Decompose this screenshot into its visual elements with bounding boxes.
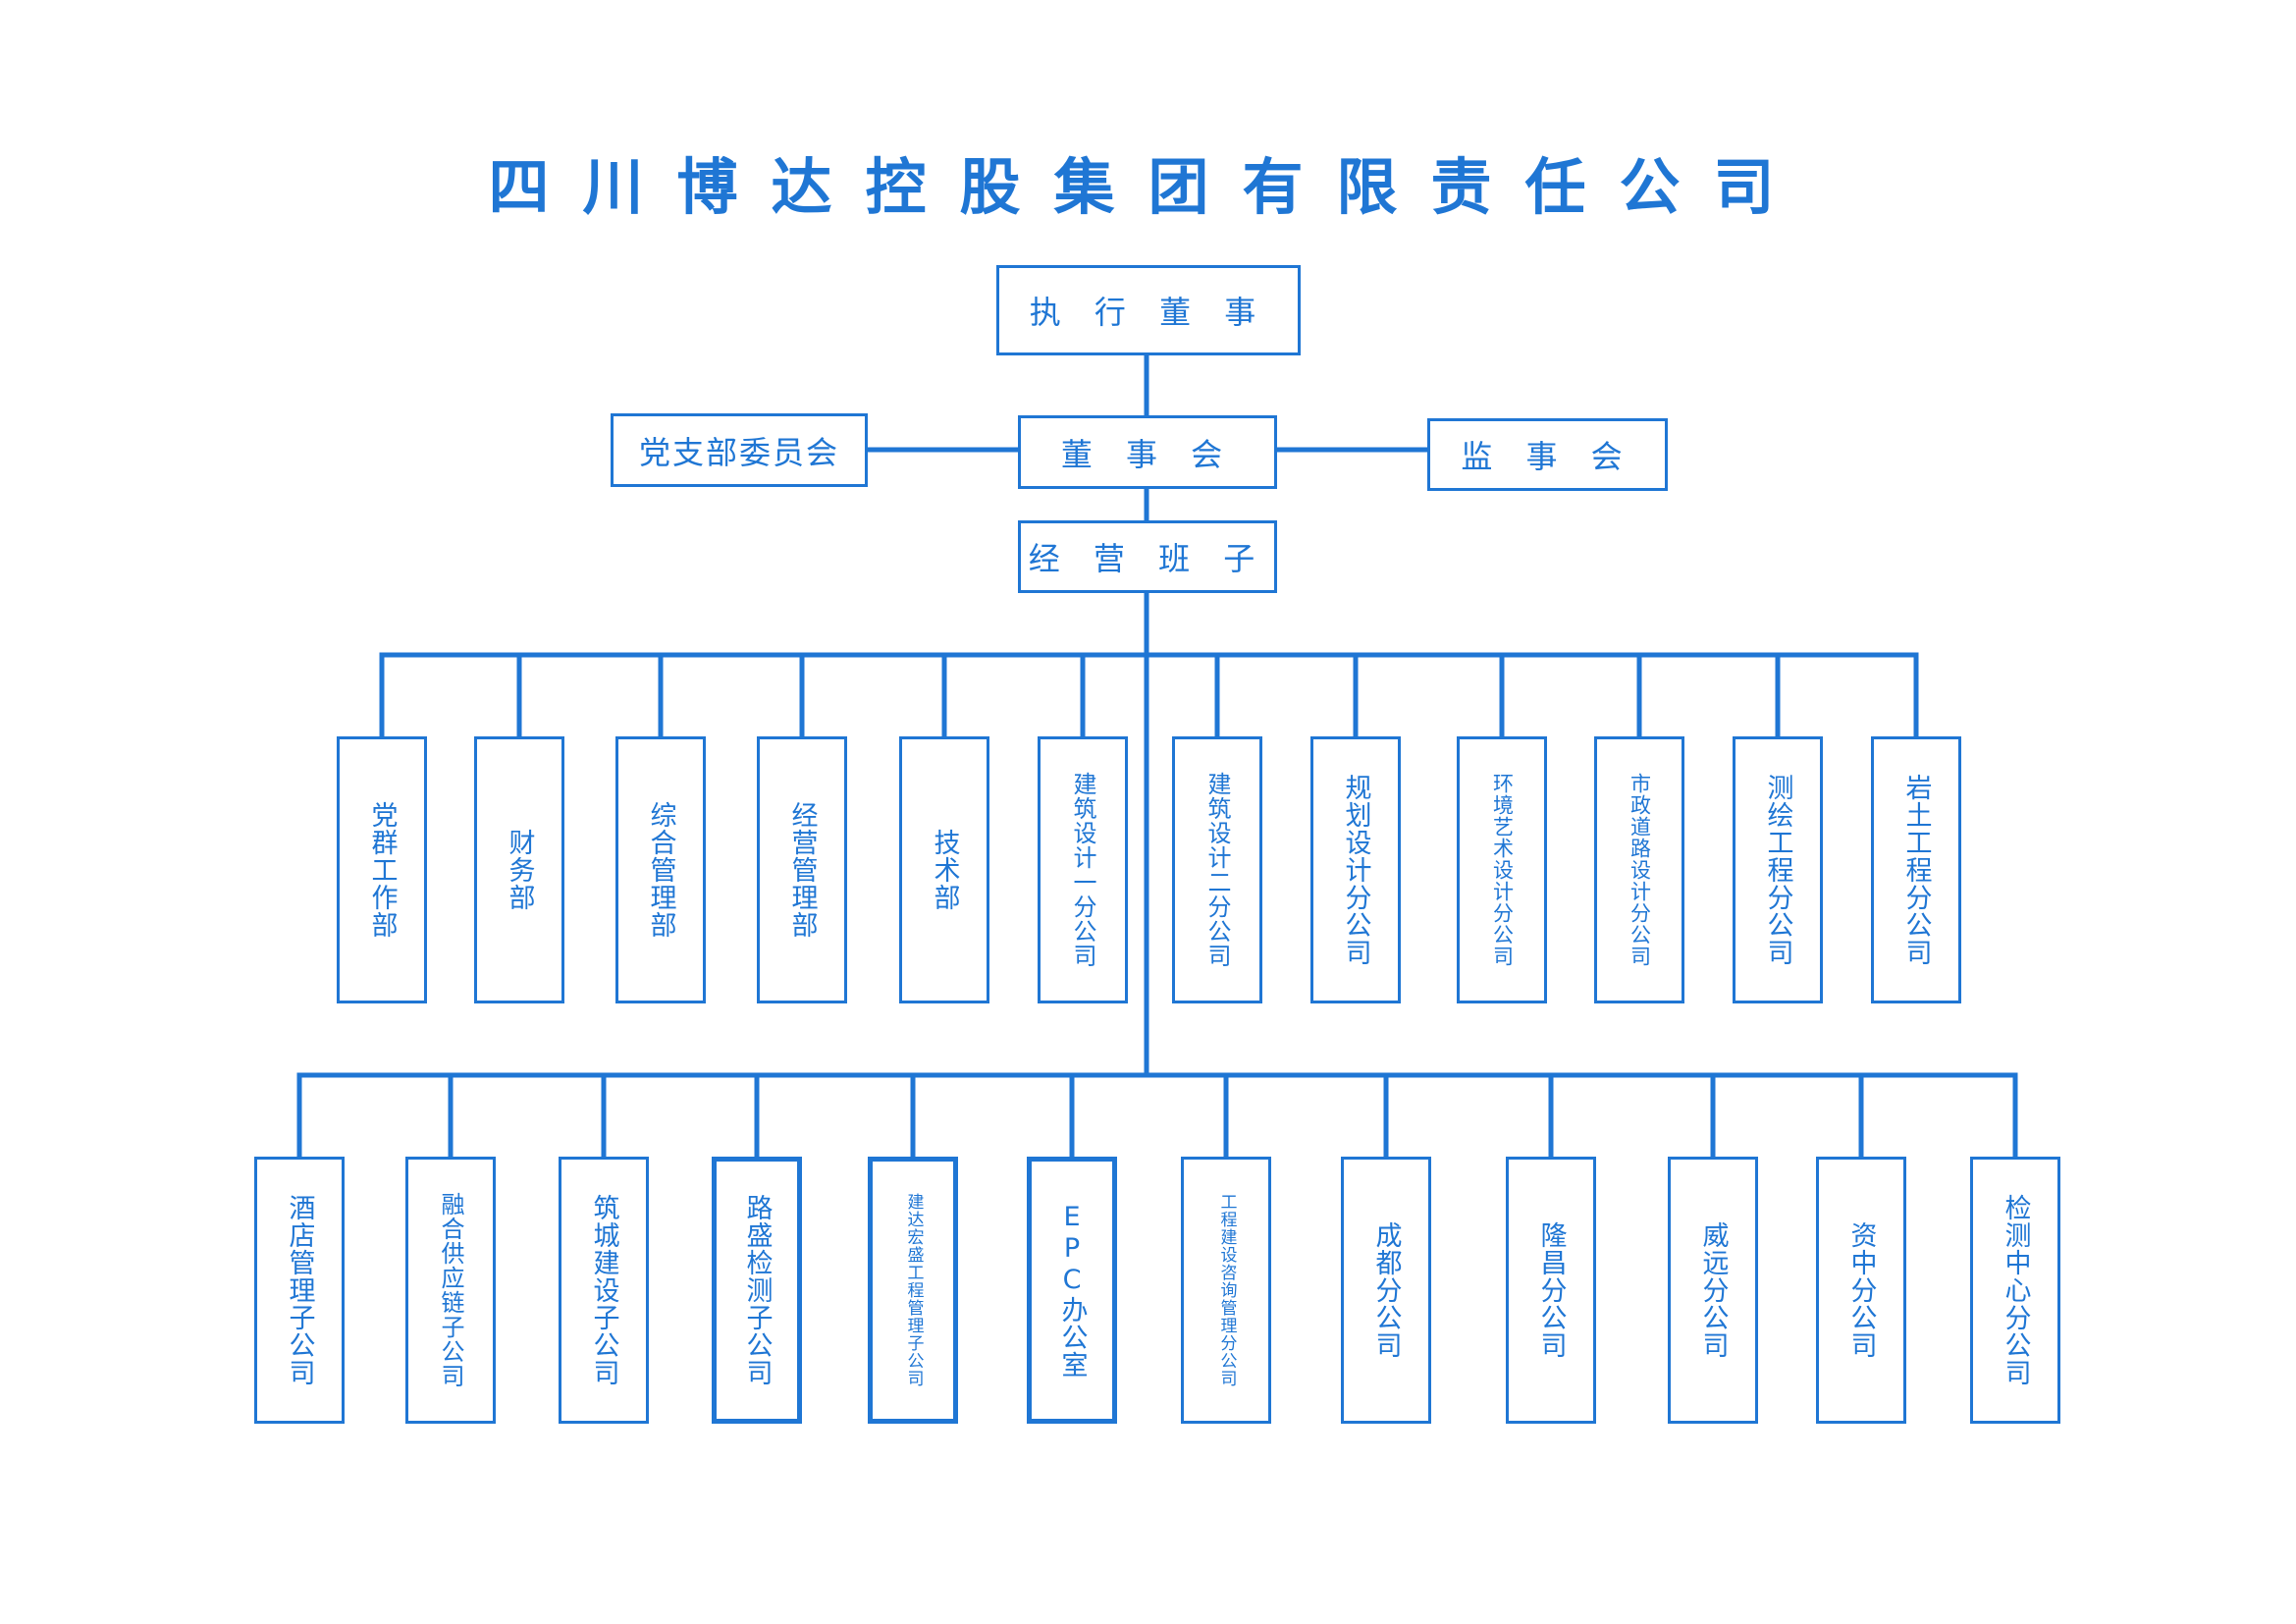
operating-team-box: 经 营 班 子 [1018, 520, 1277, 593]
subsidiary-box-3: 筑城建设子公司 [559, 1157, 649, 1424]
subsidiary-box-10-label: 威远分公司 [1697, 1221, 1729, 1359]
department-box-1: 党群工作部 [337, 736, 427, 1003]
company-title: 四川博达控股集团有限责任公司 [488, 151, 1808, 223]
department-box-11-label: 测绘工程分公司 [1762, 774, 1793, 966]
subsidiary-box-6: EPC办公室 [1027, 1157, 1117, 1424]
department-box-7: 建筑设计二分公司 [1172, 736, 1262, 1003]
department-box-6-label: 建筑设计一分公司 [1069, 772, 1096, 968]
department-box-10-label: 市政道路设计分公司 [1628, 773, 1652, 967]
subsidiary-box-1-label: 酒店管理子公司 [284, 1194, 315, 1386]
subsidiary-box-1: 酒店管理子公司 [254, 1157, 345, 1424]
subsidiary-box-7: 工程建设咨询管理分公司 [1181, 1157, 1271, 1424]
department-box-9-label: 环境艺术设计分公司 [1490, 773, 1515, 967]
department-box-7-label: 建筑设计二分公司 [1203, 772, 1231, 968]
subsidiary-box-12-label: 检测中心分公司 [2000, 1194, 2031, 1386]
subsidiary-box-11-label: 资中分公司 [1845, 1221, 1877, 1359]
department-box-3: 综合管理部 [615, 736, 706, 1003]
subsidiary-box-11: 资中分公司 [1816, 1157, 1906, 1424]
subsidiary-box-5-label: 建达宏盛工程管理子公司 [903, 1193, 924, 1387]
subsidiary-box-7-label: 工程建设咨询管理分公司 [1216, 1193, 1237, 1387]
subsidiary-box-9: 隆昌分公司 [1506, 1157, 1596, 1424]
department-box-8: 规划设计分公司 [1310, 736, 1401, 1003]
department-box-2-label: 财务部 [504, 829, 535, 911]
party-committee-label: 党支部委员会 [638, 433, 839, 471]
department-box-10: 市政道路设计分公司 [1594, 736, 1684, 1003]
operating-team-label: 经 营 班 子 [1028, 540, 1267, 577]
department-box-3-label: 综合管理部 [645, 801, 676, 939]
subsidiary-box-4-label: 路盛检测子公司 [741, 1194, 773, 1386]
subsidiary-box-8: 成都分公司 [1341, 1157, 1431, 1424]
department-box-11: 测绘工程分公司 [1733, 736, 1823, 1003]
department-box-12: 岩土工程分公司 [1871, 736, 1961, 1003]
subsidiary-box-4: 路盛检测子公司 [712, 1157, 802, 1424]
board-label: 董 事 会 [1060, 435, 1235, 473]
department-box-4-label: 经营管理部 [786, 801, 818, 939]
department-box-12-label: 岩土工程分公司 [1900, 774, 1932, 966]
executive-director-box: 执 行 董 事 [996, 265, 1301, 355]
department-box-2: 财务部 [474, 736, 564, 1003]
executive-director-label: 执 行 董 事 [1029, 294, 1268, 331]
department-box-4: 经营管理部 [757, 736, 847, 1003]
department-box-5-label: 技术部 [929, 829, 960, 911]
subsidiary-box-9-label: 隆昌分公司 [1535, 1221, 1567, 1359]
department-box-5: 技术部 [899, 736, 989, 1003]
supervisors-box: 监 事 会 [1427, 418, 1668, 491]
supervisors-label: 监 事 会 [1461, 438, 1634, 475]
department-box-8-label: 规划设计分公司 [1340, 774, 1371, 966]
subsidiary-box-12: 检测中心分公司 [1970, 1157, 2060, 1424]
subsidiary-box-2: 融合供应链子公司 [405, 1157, 496, 1424]
board-box: 董 事 会 [1018, 415, 1277, 489]
subsidiary-box-5: 建达宏盛工程管理子公司 [868, 1157, 958, 1424]
subsidiary-box-8-label: 成都分公司 [1370, 1221, 1402, 1359]
subsidiary-box-2-label: 融合供应链子公司 [437, 1192, 464, 1388]
subsidiary-box-6-label: EPC办公室 [1056, 1202, 1088, 1379]
party-committee-box: 党支部委员会 [611, 413, 868, 487]
department-box-9: 环境艺术设计分公司 [1457, 736, 1547, 1003]
subsidiary-box-10: 威远分公司 [1668, 1157, 1758, 1424]
department-box-1-label: 党群工作部 [366, 801, 398, 939]
subsidiary-box-3-label: 筑城建设子公司 [588, 1194, 619, 1386]
department-box-6: 建筑设计一分公司 [1038, 736, 1128, 1003]
